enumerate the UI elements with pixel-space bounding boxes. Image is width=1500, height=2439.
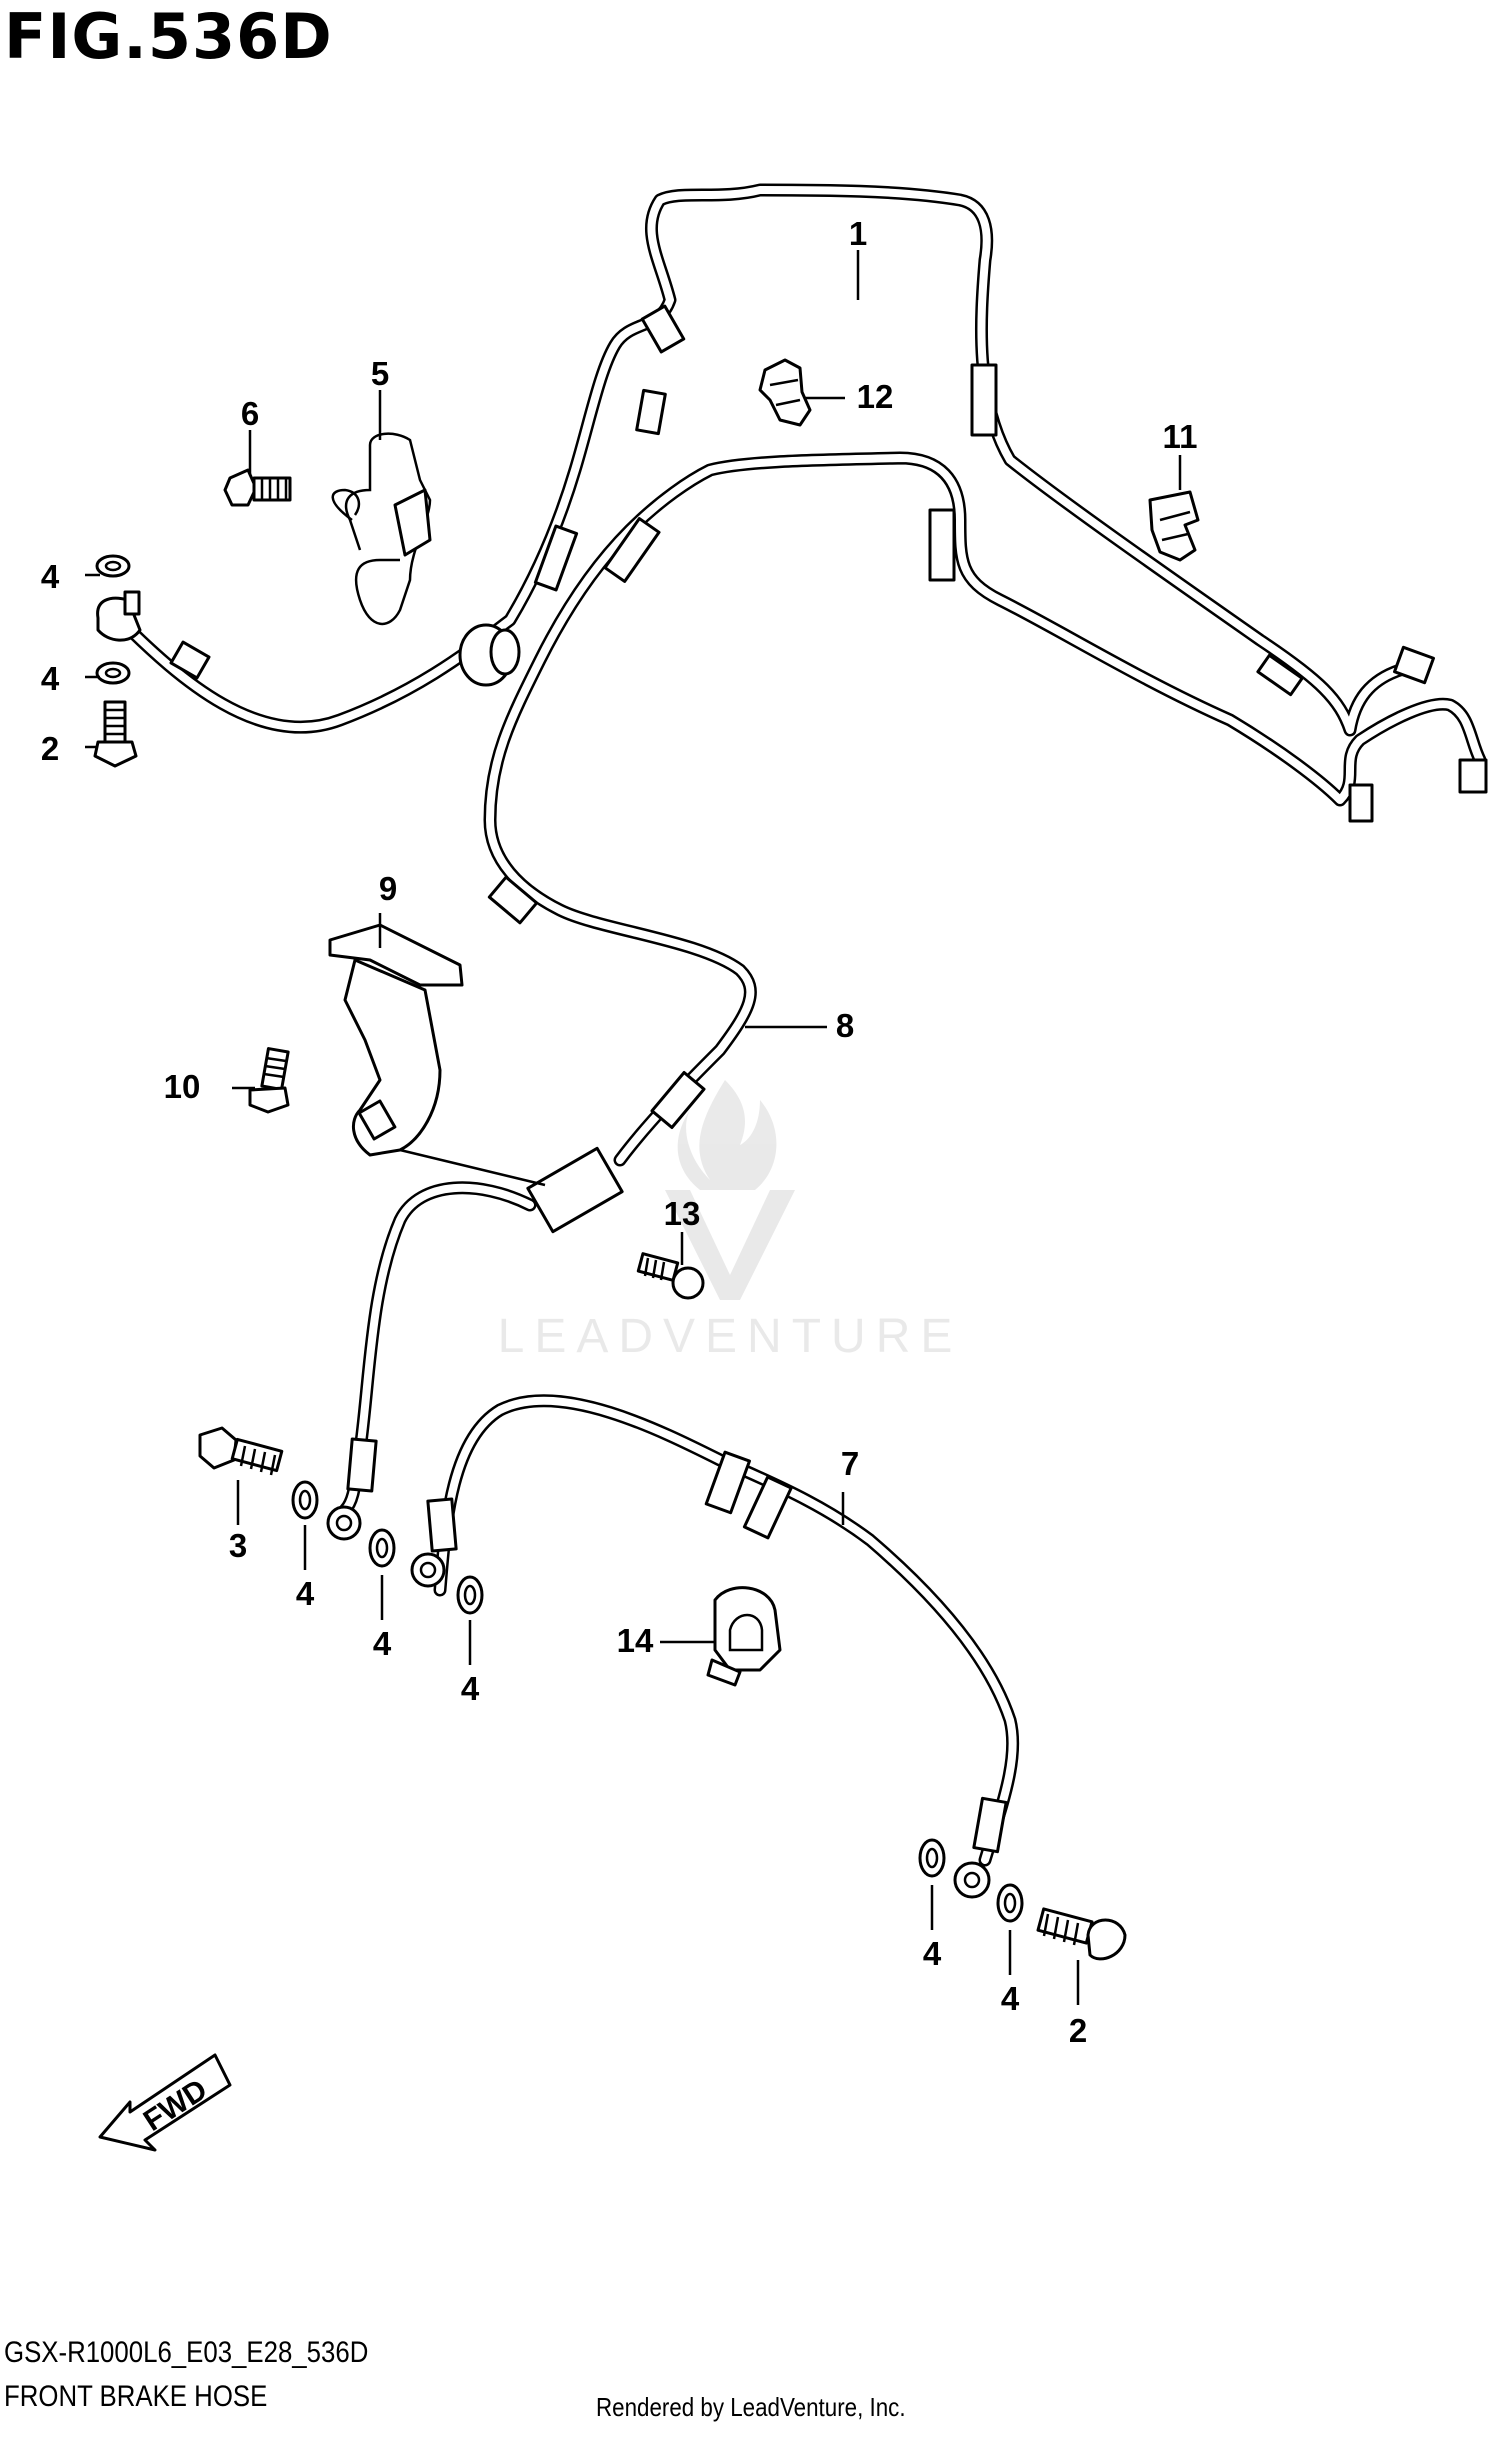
callout-10: 10	[164, 1068, 201, 1105]
forward-arrow: FWD	[98, 2053, 232, 2152]
callout-4-f: 4	[923, 1935, 942, 1972]
callout-2-lower: 2	[1069, 2012, 1087, 2049]
leadventure-watermark: LEADVENTURE	[498, 1080, 963, 1363]
washers-lower	[291, 1480, 1024, 1923]
callout-11: 11	[1163, 418, 1198, 455]
callout-9: 9	[379, 870, 397, 907]
bolt-3	[198, 1426, 284, 1476]
callout-8: 8	[836, 1007, 854, 1044]
callout-4-c: 4	[296, 1575, 315, 1612]
callout-4-b: 4	[41, 660, 60, 697]
leader-lines	[85, 250, 1182, 2005]
callout-13: 13	[664, 1195, 701, 1232]
callout-4-e: 4	[461, 1670, 480, 1707]
callout-4-g: 4	[1001, 1980, 1020, 2017]
brake-hose-1	[113, 183, 1435, 737]
clip-11	[1148, 490, 1200, 562]
callout-3: 3	[229, 1527, 247, 1564]
callout-7: 7	[841, 1445, 859, 1482]
bolt-2-lower	[1036, 1907, 1127, 1961]
callout-2-upper: 2	[41, 730, 59, 767]
callout-1: 1	[849, 215, 867, 252]
bolt-13	[636, 1252, 705, 1300]
callout-numbers: 1 2 2 3 4 4 4 4 4 4 4 5 6 7 8 9 10 11 12…	[41, 215, 1198, 2049]
callout-12: 12	[857, 378, 894, 415]
watermark-text: LEADVENTURE	[498, 1310, 963, 1363]
figure-title: FIG.536D	[4, 0, 333, 73]
bracket-9	[328, 923, 546, 1187]
v-logo-icon	[665, 1190, 795, 1300]
callout-14: 14	[617, 1622, 654, 1659]
bolt-10	[248, 1047, 290, 1114]
bracket-5	[331, 432, 432, 626]
flame-icon	[677, 1080, 777, 1190]
render-credit: Rendered by LeadVenture, Inc.	[596, 2392, 906, 2422]
bolt-6	[223, 468, 292, 507]
callout-4-d: 4	[373, 1625, 392, 1662]
callout-6: 6	[241, 395, 259, 432]
callout-4-a: 4	[41, 558, 60, 595]
figure-name: FRONT BRAKE HOSE	[4, 2380, 268, 2413]
brake-hose-8	[483, 451, 1488, 1234]
hose-lower-left	[326, 1181, 537, 1541]
clip-12	[758, 358, 812, 427]
callout-5: 5	[371, 355, 389, 392]
model-code: GSX-R1000L6_E03_E28_536D	[4, 2336, 369, 2369]
union-left-upper	[93, 554, 142, 768]
clamp-14	[706, 1586, 782, 1687]
brake-hose-7	[410, 1394, 1020, 1899]
